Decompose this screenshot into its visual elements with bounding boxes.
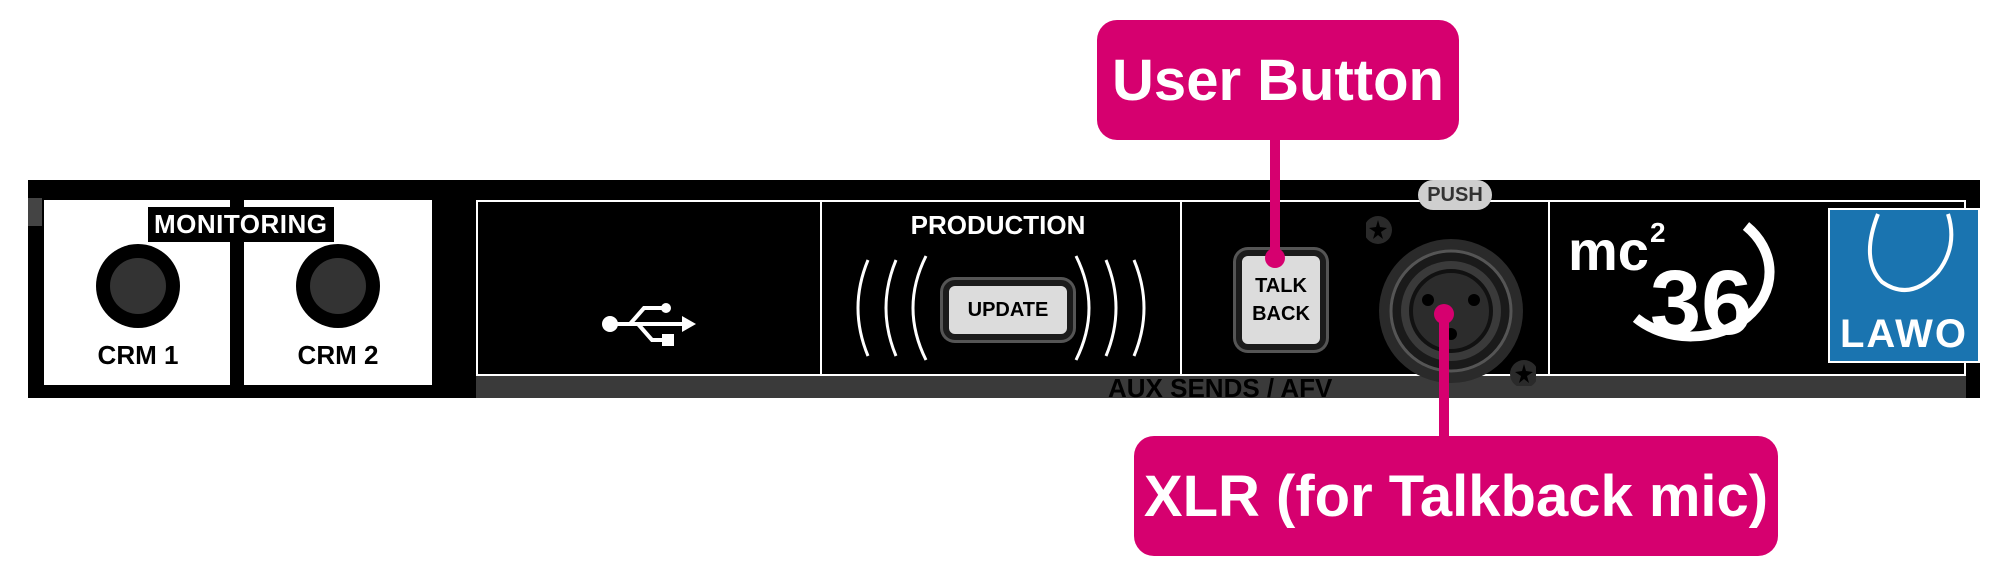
callout-xlr-text: XLR (for Talkback mic) [1143,463,1769,529]
callout-user-button: User Button [1097,20,1459,140]
console-strip: MONITORING CRM 1 CRM 2 AUX SENDS / AFV P… [28,180,1980,403]
panel-divider [1548,200,1550,376]
logo-model-text: 36 [1650,252,1752,354]
talkback-user-button[interactable]: TALK BACK [1236,250,1326,350]
callout-xlr: XLR (for Talkback mic) [1134,436,1778,556]
callout-user-button-text: User Button [1112,47,1444,113]
leader-line-user-button [1265,138,1285,268]
usb-icon[interactable] [600,302,696,346]
leader-line-xlr [1434,304,1454,438]
talkback-label-line2: BACK [1252,303,1310,325]
crm-1-jack[interactable] [96,244,180,328]
xlr-push-release[interactable]: PUSH [1418,180,1492,210]
mc2-36-logo: mc 2 36 [1568,217,1775,354]
lawo-logo: LAWO [1828,208,1980,363]
lawo-wave-icon [1867,213,1954,292]
monitoring-title: MONITORING [148,207,334,242]
aux-sends-label: AUX SENDS / AFV [1108,373,1333,403]
talkback-label-line1: TALK [1255,275,1307,297]
aux-sends-bar [476,376,1966,398]
panel-divider [820,200,822,376]
lawo-brand-text: LAWO [1840,312,1968,356]
crm-1-label: CRM 1 [97,340,179,370]
panel-divider [1180,200,1182,376]
production-title: PRODUCTION [910,210,1086,240]
crm-2-label: CRM 2 [297,340,379,370]
xlr-connector[interactable] [1366,216,1536,386]
update-button[interactable]: UPDATE [943,280,1073,340]
logo-superscript: 2 [1650,217,1666,248]
crm-2-jack[interactable] [296,244,380,328]
strip-notch [28,198,42,226]
logo-mc-text: mc [1568,219,1649,282]
signal-waves-icon [856,255,1146,361]
